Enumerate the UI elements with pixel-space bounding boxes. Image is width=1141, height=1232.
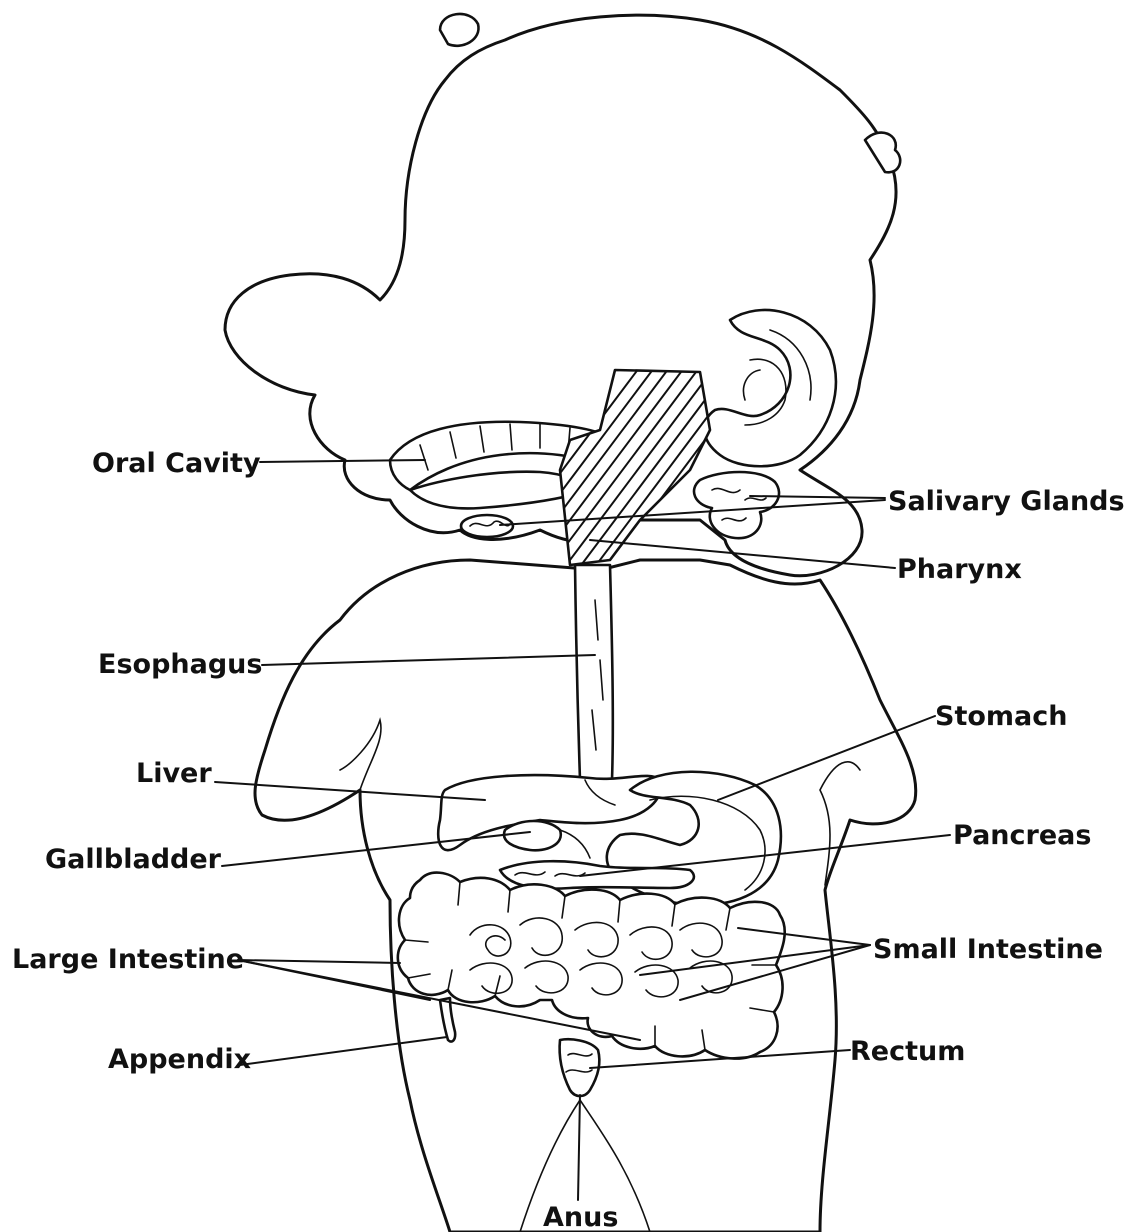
esophagus (575, 565, 613, 780)
label-esophagus: Esophagus (98, 649, 262, 680)
label-pancreas: Pancreas (953, 820, 1091, 851)
label-small-intestine: Small Intestine (873, 934, 1103, 965)
gallbladder-shape (504, 821, 561, 850)
label-anus: Anus (543, 1202, 618, 1232)
hair-tuft-top (440, 14, 479, 46)
label-stomach: Stomach (935, 701, 1067, 732)
label-large-intestine: Large Intestine (12, 944, 244, 975)
label-oral-cavity: Oral Cavity (92, 448, 261, 479)
label-salivary-glands: Salivary Glands (888, 486, 1125, 517)
leader-large-intestine-1 (238, 960, 400, 963)
label-liver: Liver (136, 758, 212, 789)
esophagus-tube (575, 565, 613, 780)
label-appendix: Appendix (108, 1044, 251, 1075)
label-rectum: Rectum (850, 1036, 965, 1067)
label-gallbladder: Gallbladder (45, 844, 222, 875)
label-pharynx: Pharynx (897, 554, 1022, 585)
